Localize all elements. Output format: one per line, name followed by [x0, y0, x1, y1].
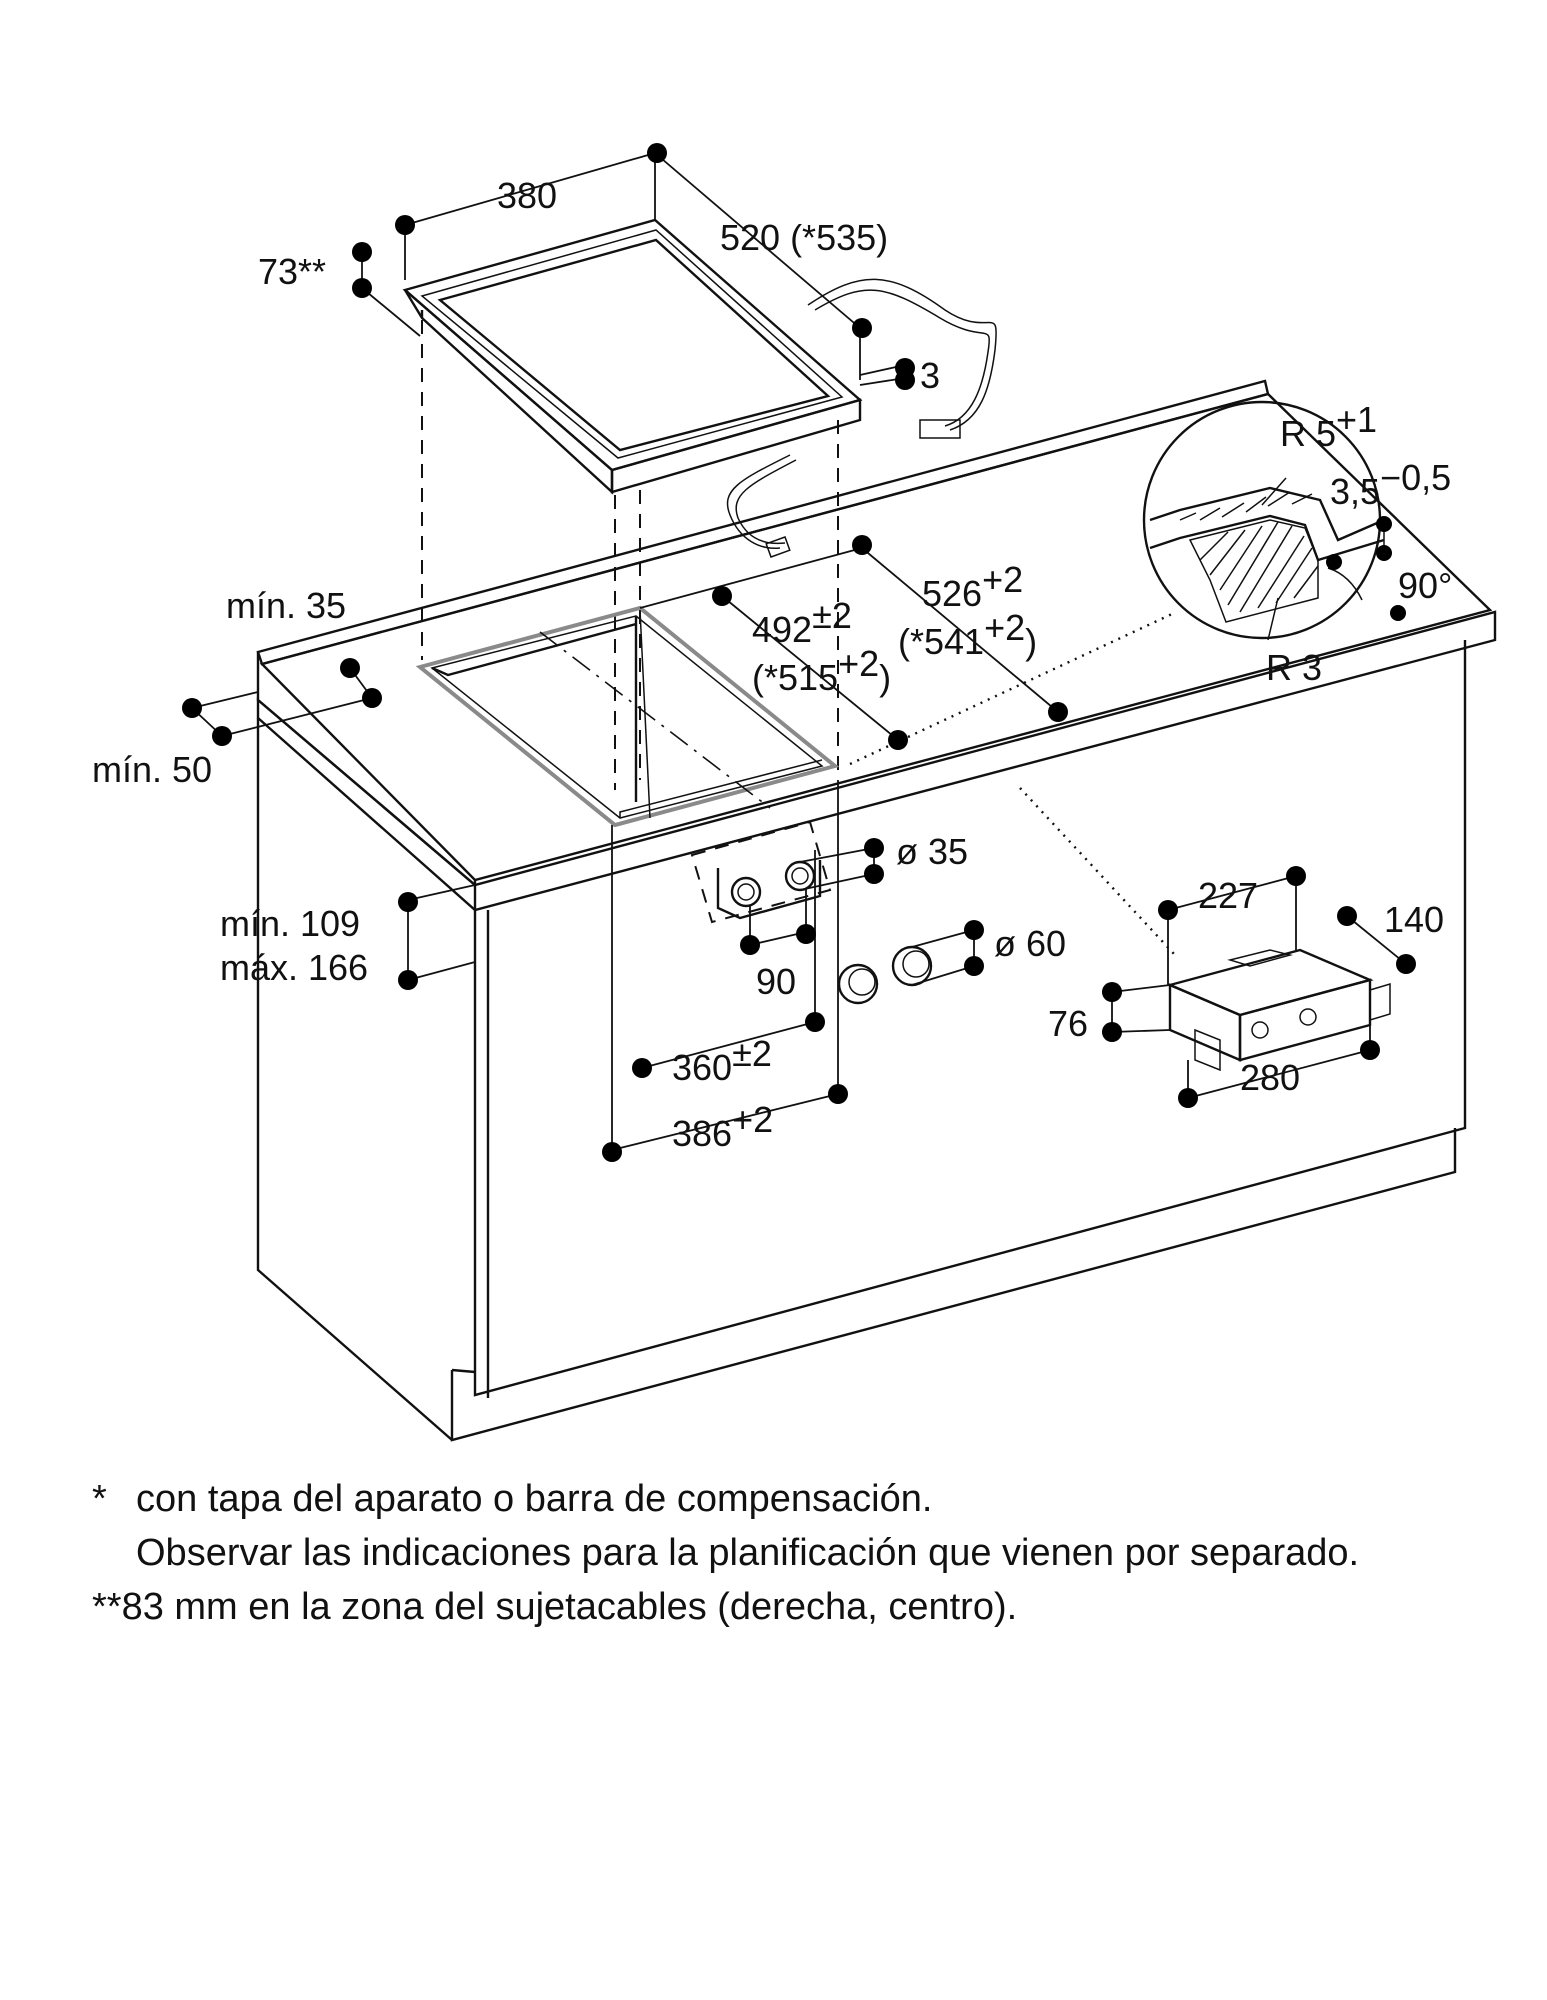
label-140: 140	[1384, 899, 1444, 940]
label-angle: 90°	[1398, 565, 1452, 606]
control-knobs	[837, 945, 933, 1005]
label-thickness: 3,5−0,5	[1330, 457, 1451, 512]
detail-magnifier	[1142, 400, 1406, 641]
dimension-points	[182, 143, 1416, 1162]
label-280: 280	[1240, 1057, 1300, 1098]
footnotes: * con tapa del aparato o barra de compen…	[92, 1472, 1512, 1634]
label-492: 492±2	[752, 595, 852, 650]
label-r3: R 3	[1266, 647, 1322, 688]
dimension-labels: 380 520 (*535) 73** 3 R 5+1 3,5−0,5 90° …	[92, 175, 1452, 1154]
label-3: 3	[920, 355, 940, 396]
footnote-1: * con tapa del aparato o barra de compen…	[92, 1472, 1512, 1526]
electronics-module	[1166, 948, 1391, 1072]
footnote-1-text-2: Observar las indicaciones para la planif…	[136, 1532, 1360, 1574]
control-knobs-cutout	[690, 820, 832, 924]
label-90: 90	[756, 961, 796, 1002]
dimension-lines	[191, 152, 1407, 1151]
footnote-1-continued: Observar las indicaciones para la planif…	[92, 1526, 1512, 1580]
label-dia35: ø 35	[896, 831, 968, 872]
installation-diagram: 380 520 (*535) 73** 3 R 5+1 3,5−0,5 90° …	[92, 143, 1497, 1442]
label-dia60: ø 60	[994, 923, 1066, 964]
label-min109: mín. 109	[220, 903, 360, 944]
label-227: 227	[1198, 875, 1258, 916]
footnote-2-text: **83 mm en la zona del sujetacables (der…	[92, 1586, 1018, 1628]
footnote-1-text: con tapa del aparato o barra de compensa…	[136, 1478, 933, 1520]
label-526: 526+2	[922, 559, 1023, 614]
label-541: (*541+2)	[898, 607, 1037, 662]
label-515: (*515+2)	[752, 643, 891, 698]
label-76: 76	[1048, 1003, 1088, 1044]
label-380: 380	[497, 175, 557, 216]
label-520: 520 (*535)	[720, 217, 888, 258]
footnote-mark: *	[92, 1478, 107, 1520]
label-73: 73**	[258, 251, 326, 292]
detail-leader-line	[849, 612, 1173, 766]
footnote-2: **83 mm en la zona del sujetacables (der…	[92, 1580, 1512, 1634]
label-360: 360±2	[672, 1033, 772, 1088]
label-r5: R 5+1	[1280, 399, 1377, 454]
hob-appliance	[402, 218, 997, 558]
module-leader-line	[1019, 787, 1176, 956]
projection-lines	[421, 320, 839, 790]
label-min35: mín. 35	[226, 585, 346, 626]
label-min50: mín. 50	[92, 749, 212, 790]
label-max166: máx. 166	[220, 947, 368, 988]
worktop-cutout	[415, 605, 840, 828]
label-386: 386+2	[672, 1099, 773, 1154]
